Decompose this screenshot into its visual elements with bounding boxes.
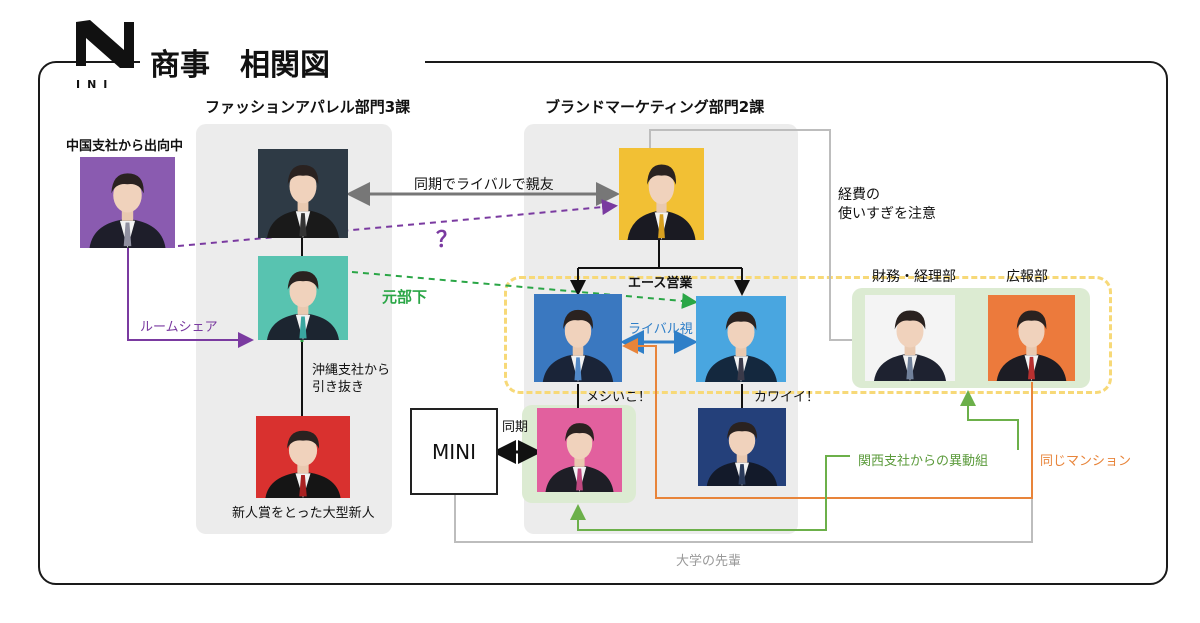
brand-lead-photo xyxy=(619,148,704,240)
portrait-icon xyxy=(698,408,786,486)
finance-photo xyxy=(865,295,955,381)
finance-dept-label: 財務・経理部 xyxy=(872,269,956,285)
kawaii-label: カワイイ！ xyxy=(754,390,820,405)
fashion-dept-title: ファッションアパレル部門3課 xyxy=(205,98,411,116)
portrait-icon xyxy=(80,157,175,248)
question-label: ？ xyxy=(436,228,459,253)
page-title: 商事 相関図 xyxy=(150,48,330,83)
fashion-rookie-photo xyxy=(256,416,350,498)
mini-box: MINI xyxy=(410,408,498,495)
china-member-photo xyxy=(80,157,175,248)
logo-text: INI xyxy=(76,78,115,91)
former-sub-label: 元部下 xyxy=(382,288,428,306)
brand-navy-photo xyxy=(698,408,786,486)
portrait-icon xyxy=(256,416,350,498)
portrait-icon xyxy=(696,296,786,382)
senpai-label: 大学の先輩 xyxy=(676,554,742,569)
meshiiko-label: メシいこ！ xyxy=(586,390,652,405)
ace-sales-label: エース営業 xyxy=(628,276,693,291)
rival-friend-label: 同期でライバルで親友 xyxy=(414,177,554,193)
ace-sales-area xyxy=(504,276,1112,394)
ini-logo-icon xyxy=(76,20,134,68)
same-mansion-label: 同じマンション xyxy=(1040,454,1132,469)
portrait-icon xyxy=(537,408,622,492)
fashion-lead-photo xyxy=(258,149,348,238)
china-label: 中国支社から出向中 xyxy=(66,139,184,154)
douki-label: 同期 xyxy=(502,420,529,435)
expenses-label: 経費の 使いすぎを注意 xyxy=(838,187,936,222)
kansai-label: 関西支社からの異動組 xyxy=(858,454,989,469)
portrait-icon xyxy=(619,148,704,240)
pr-dept-label: 広報部 xyxy=(1006,269,1048,285)
ace-left-photo xyxy=(534,294,622,382)
portrait-icon xyxy=(534,294,622,382)
portrait-icon xyxy=(258,256,348,340)
portrait-icon xyxy=(258,149,348,238)
portrait-icon xyxy=(988,295,1075,381)
title-mask xyxy=(140,40,425,84)
pr-photo xyxy=(988,295,1075,381)
brand-pink-photo xyxy=(537,408,622,492)
rookie-label: 新人賞をとった大型新人 xyxy=(232,506,375,521)
fashion-mint-photo xyxy=(258,256,348,340)
rival-view-label: ライバル視 xyxy=(628,322,693,337)
room-share-label: ルームシェア xyxy=(140,320,218,335)
brand-dept-title: ブランドマーケティング部門2課 xyxy=(545,98,765,116)
portrait-icon xyxy=(865,295,955,381)
ace-right-photo xyxy=(696,296,786,382)
okinawa-label: 沖縄支社から 引き抜き xyxy=(312,363,391,395)
